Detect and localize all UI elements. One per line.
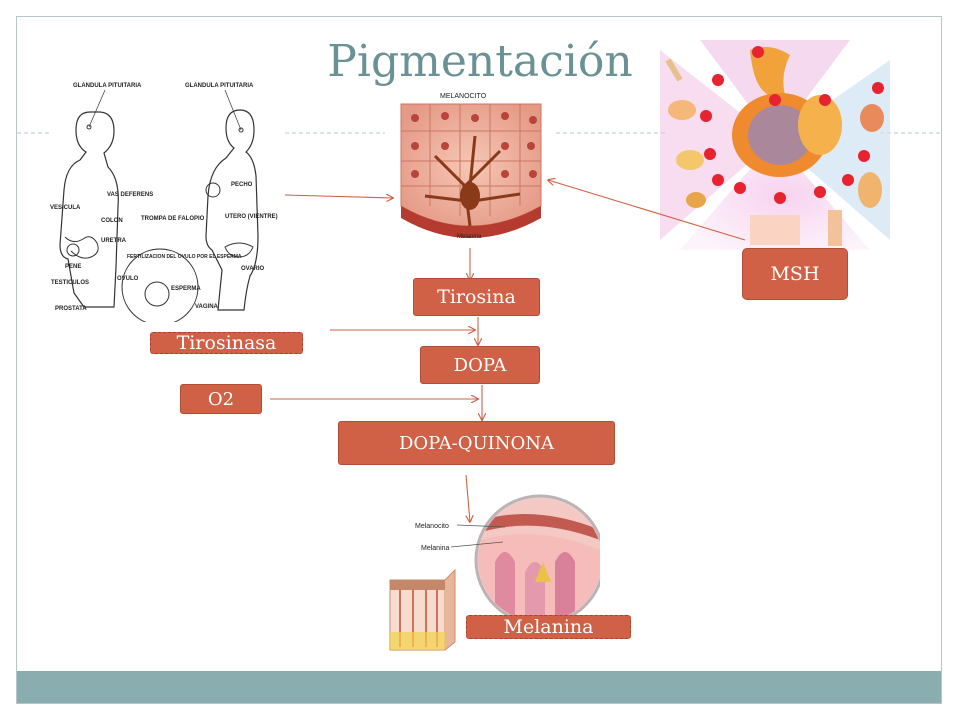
label-trompa: TROMPA DE FALOPIO: [141, 216, 205, 222]
label-vas-deferens: VAS DEFERENS: [107, 192, 153, 198]
label-esperma: ESPERMA: [171, 286, 201, 292]
reproductive-system-illustration: GLANDULA PITUITARIA GLANDULA PITUITARIA …: [50, 83, 278, 322]
node-dopa-quinona: DOPA-QUINONA: [338, 421, 615, 465]
node-melanina-label: Melanina: [503, 616, 594, 638]
node-dopa: DOPA: [420, 346, 540, 384]
melanocyte-bottom-label: Melanina: [457, 234, 482, 240]
arrow-quinona-to-melanina: [465, 474, 470, 522]
node-tirosina: Tirosina: [413, 278, 540, 316]
label-ovario: OVARIO: [241, 266, 265, 272]
label-vagina: VAGINA: [195, 304, 219, 310]
label-pituitary-female: GLANDULA PITUITARIA: [185, 83, 254, 89]
skin-cross-section-illustration: Melanocito Melanina: [389, 494, 600, 651]
node-msh-label: MSH: [770, 263, 820, 285]
label-uretra: URETRA: [101, 238, 127, 244]
node-dopa-label: DOPA: [453, 354, 507, 376]
arrow-body-to-melanocyte: [284, 195, 393, 198]
label-pecho: PECHO: [231, 182, 253, 188]
label-utero: UTERO (VIENTRE): [225, 214, 278, 220]
label-testiculos: TESTICULOS: [51, 280, 89, 286]
label-pituitary-male: GLANDULA PITUITARIA: [73, 83, 142, 89]
node-tirosinasa-label: Tirosinasa: [176, 332, 277, 354]
node-dopa-quinona-label: DOPA-QUINONA: [398, 432, 555, 454]
label-pene: PENE: [65, 264, 81, 270]
node-tirosina-label: Tirosina: [437, 286, 516, 308]
node-o2: O2: [180, 384, 262, 414]
node-msh: MSH: [742, 248, 848, 300]
label-colon: COLON: [101, 218, 123, 224]
label-vesicula: VESICULA: [50, 205, 81, 211]
label-ovulo: OVULO: [117, 276, 139, 282]
melanocyte-top-label: MELANOCITO: [440, 93, 487, 100]
arrow-msh-to-melanocyte: [548, 180, 746, 241]
bottom-band: [17, 671, 941, 703]
skin-label-melanocito: Melanocito: [415, 523, 449, 530]
node-melanina: Melanina: [466, 615, 631, 639]
skin-label-melanina: Melanina: [421, 545, 450, 552]
slide-frame: [16, 16, 942, 704]
slide-title: Pigmentación: [327, 36, 633, 87]
pituitary-hormones-illustration: [660, 40, 890, 250]
melanocyte-illustration: MELANOCITO Melanina: [400, 93, 542, 240]
label-fertilizacion: FERTILIZACION DEL OVULO POR EL ESPERMA: [127, 254, 242, 260]
node-tirosinasa: Tirosinasa: [150, 332, 303, 354]
label-prostata: PROSTATA: [55, 306, 87, 312]
node-o2-label: O2: [207, 388, 235, 410]
